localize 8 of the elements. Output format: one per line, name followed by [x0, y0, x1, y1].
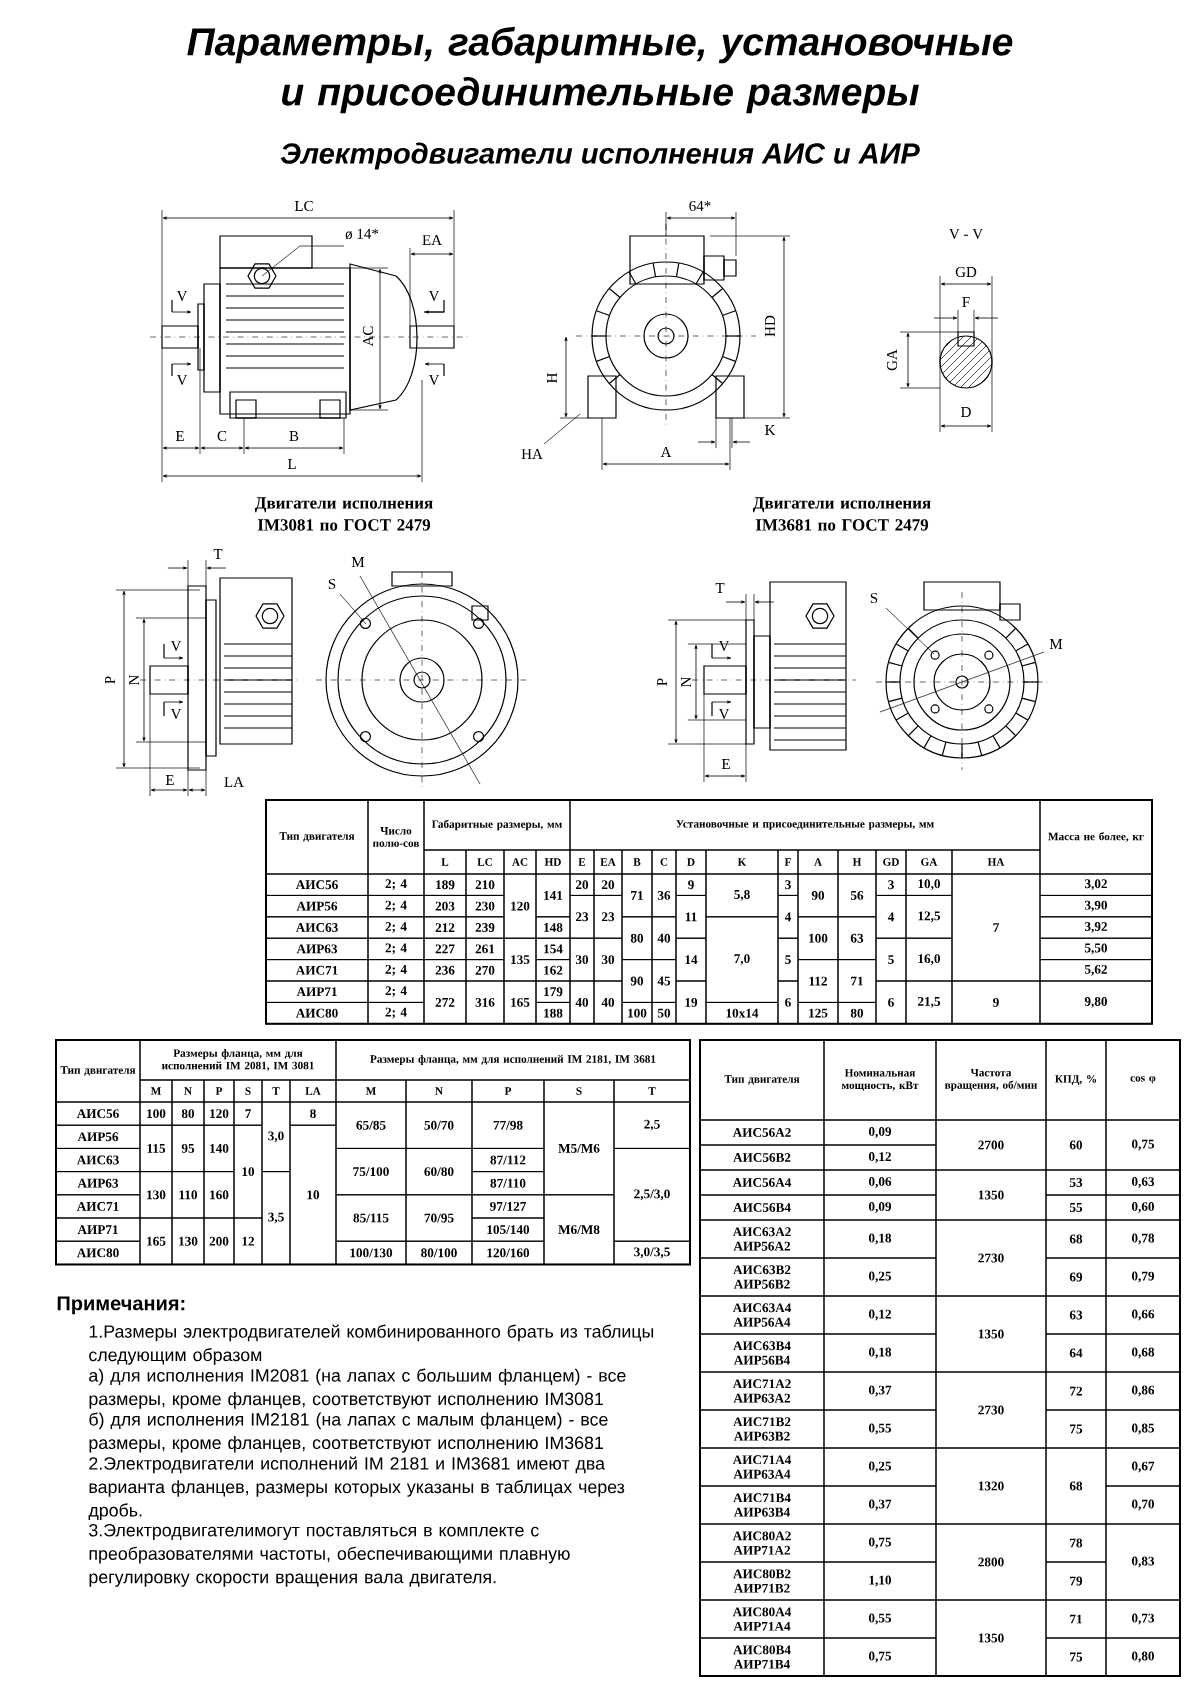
note-paragraph: б) для исполнения IM2181 (на лапах с малым фланцем) - все размеры, кроме фланцев, соответствуют исполнению IM3681	[89, 1412, 608, 1453]
title: Параметры, габаритные, установочные и присоединительные размеры	[187, 26, 1013, 114]
notes-heading: Примечания:	[57, 1296, 185, 1315]
note-paragraph: 2.Электродвигатели исполнений IM 2181 и IM3681 имеют два варианта фланцев, размеры которых указаны в таблицах через дробь.	[88, 1456, 625, 1521]
caption: Двигатели исполнения IM3081 по ГОСТ 2479	[254, 497, 433, 531]
note-paragraph: 3.Электродвигателимогут поставляться в комплекте с преобразователями частоты, обеспечивающими плавную регулировку скорости вращения вала двигателя.	[89, 1523, 570, 1587]
subtitle: Электродвигатели исполнения АИС и АИР	[280, 142, 920, 170]
caption: Двигатели исполнения IM3681 по ГОСТ 2479	[752, 497, 931, 531]
